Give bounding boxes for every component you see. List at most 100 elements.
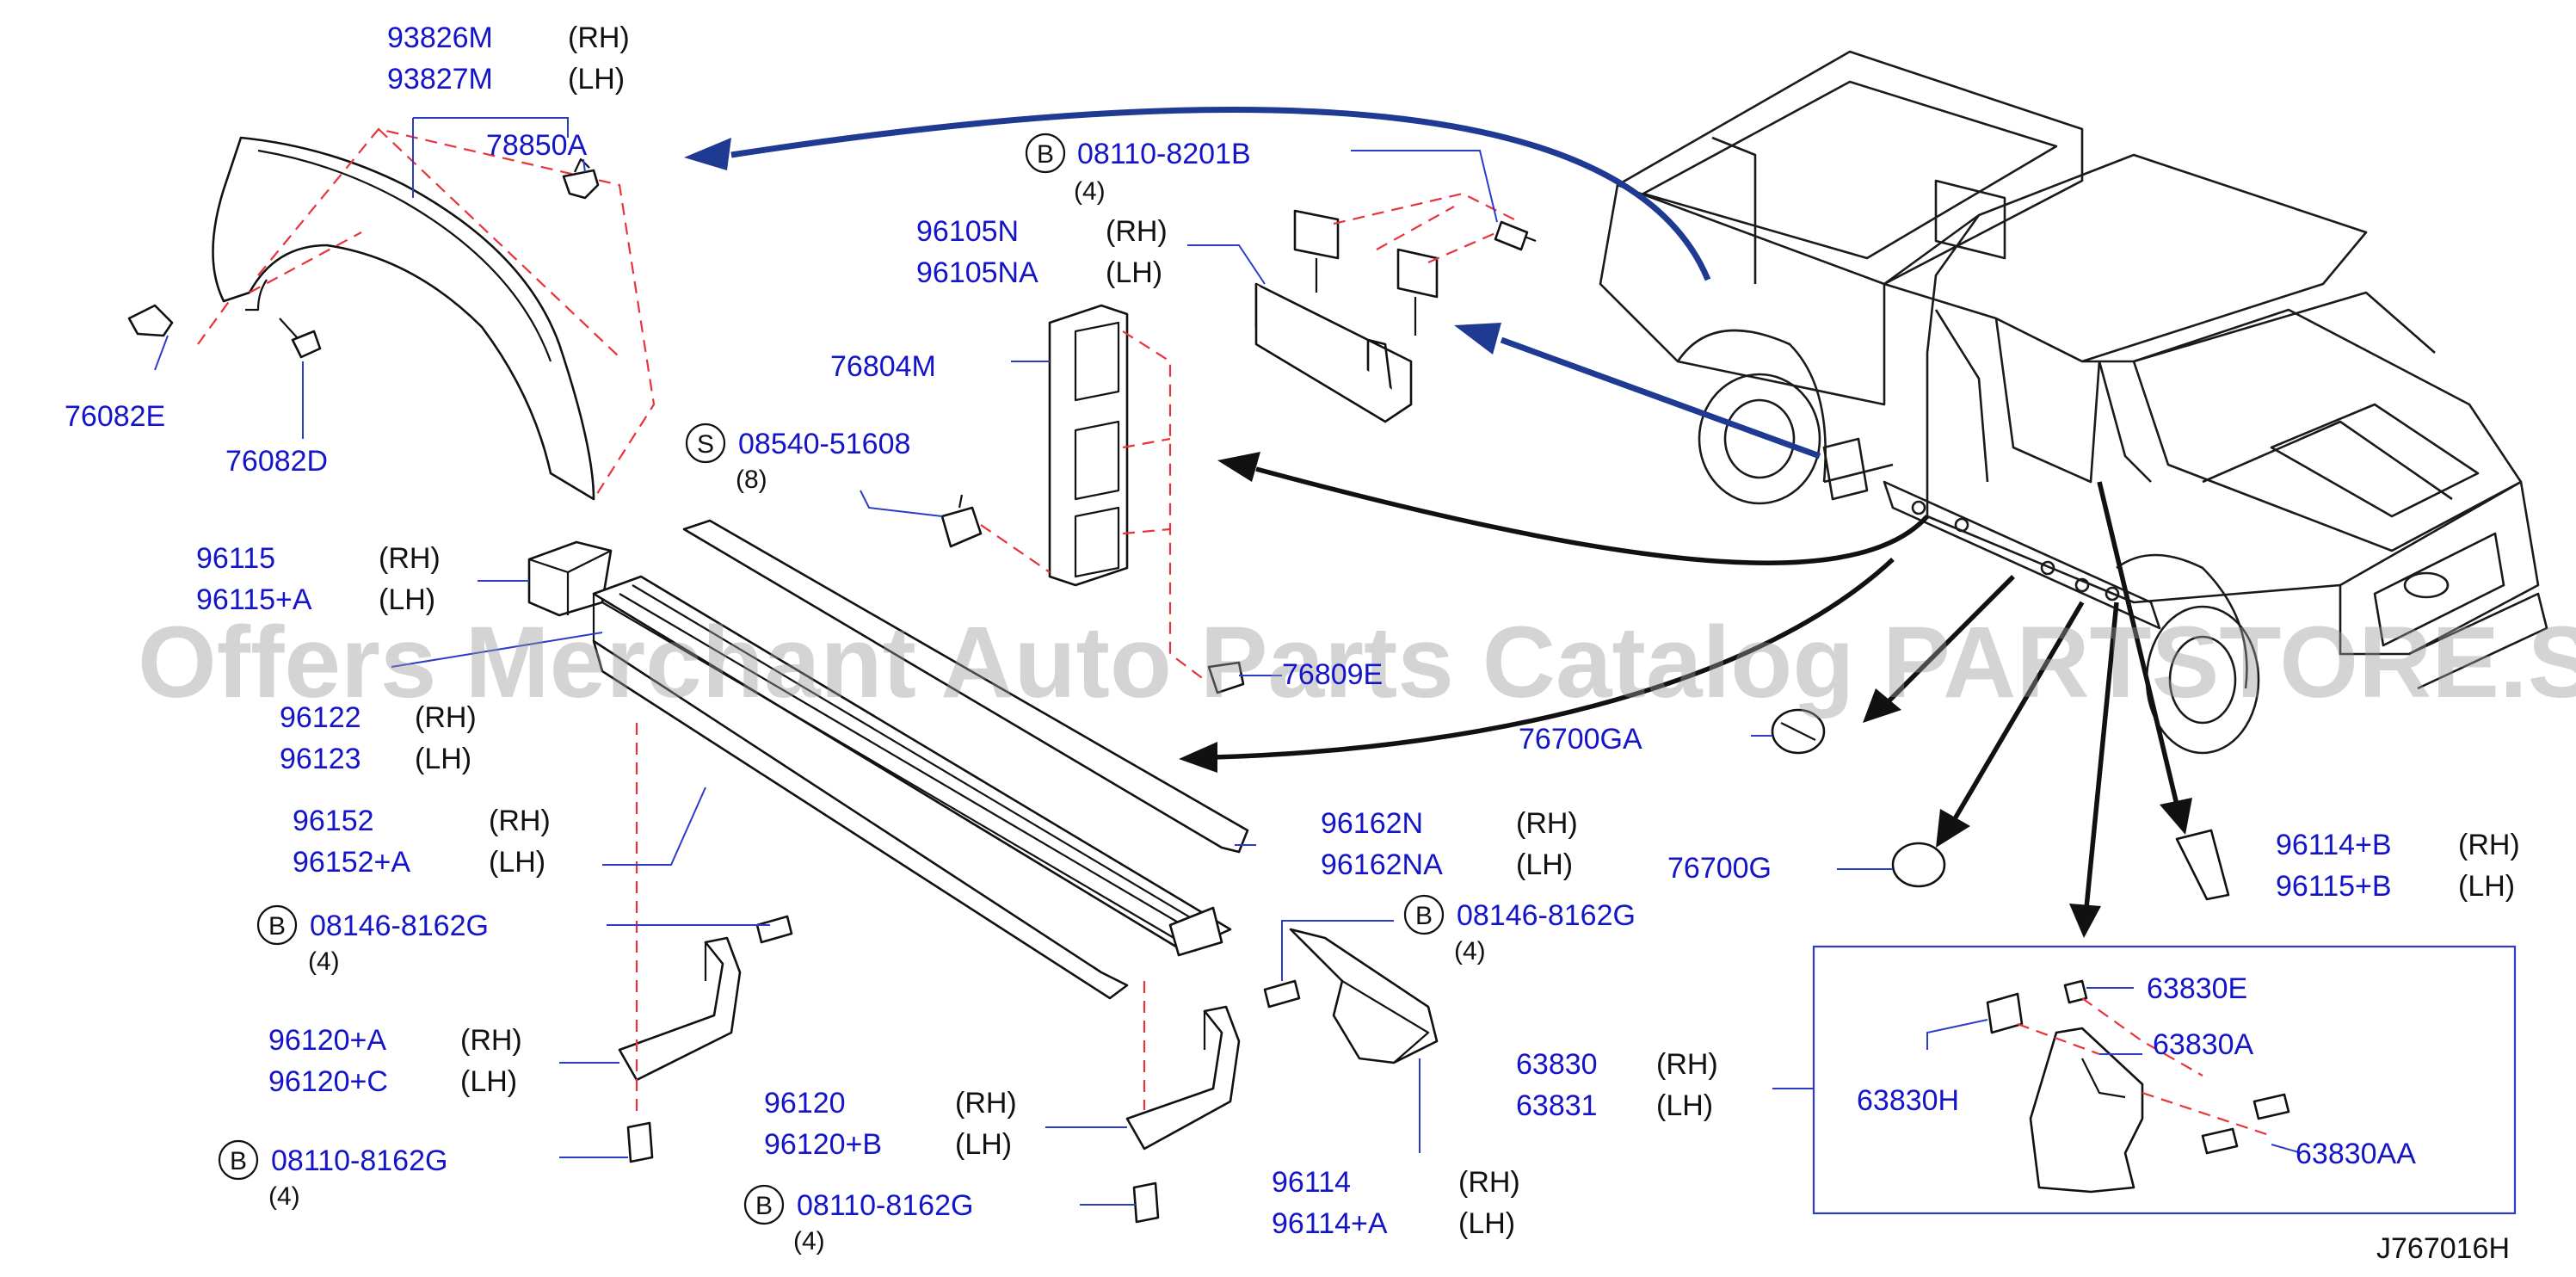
arrowhead-icon (2069, 904, 2101, 938)
badge-b: B (755, 1192, 773, 1220)
part-number-63830h[interactable]: 63830H (1857, 1084, 1959, 1117)
side-rh: (RH) (379, 542, 441, 575)
part-number-08110-8162g[interactable]: 08110-8162G (797, 1189, 973, 1222)
arrow-to-mud-flap (2084, 601, 2119, 909)
part-number-96114a[interactable]: 96114+A (1272, 1207, 1388, 1240)
part-number-78850a[interactable]: 78850A (486, 129, 588, 162)
part-number-96162n[interactable]: 96162N (1321, 807, 1423, 840)
side-lh: (LH) (1458, 1207, 1515, 1240)
plug-76700ga (1771, 708, 1826, 755)
part-number-76700ga[interactable]: 76700GA (1519, 723, 1642, 756)
part-number-76809e[interactable]: 76809E (1282, 658, 1383, 691)
qty-4: (4) (1074, 177, 1106, 206)
part-number-76082d[interactable]: 76082D (225, 445, 328, 478)
part-number-96105na[interactable]: 96105NA (916, 256, 1038, 289)
side-lh: (LH) (1656, 1089, 1713, 1122)
side-rh: (RH) (489, 805, 551, 837)
clip-76809e (1207, 661, 1245, 694)
part-number-96120b[interactable]: 96120+B (764, 1128, 882, 1161)
part-number-96115a[interactable]: 96115+A (196, 583, 312, 616)
part-number-93827m[interactable]: 93827M (387, 63, 493, 96)
side-rh: (RH) (1516, 807, 1578, 840)
side-rh: (RH) (415, 701, 477, 734)
arrow-to-plug-g (1950, 601, 2085, 824)
side-rh: (RH) (1106, 215, 1168, 248)
protector-96114 (1289, 928, 1439, 1064)
badge-b-icon (1403, 894, 1445, 935)
arrow-to-step-bracket (1255, 466, 1930, 565)
part-number-96120c[interactable]: 96120+C (268, 1065, 388, 1098)
side-lh: (LH) (1516, 848, 1573, 881)
badge-b-icon (1025, 133, 1066, 174)
part-number-08110-8162g[interactable]: 08110-8162G (271, 1144, 447, 1177)
qty-4: (4) (308, 947, 340, 976)
part-number-76700g[interactable]: 76700G (1667, 852, 1772, 885)
qty-4: (4) (793, 1227, 825, 1255)
part-number-63830aa[interactable]: 63830AA (2296, 1138, 2416, 1170)
clip-78850a (562, 157, 600, 200)
watermark-text: Offers Merchant Auto Parts Catalog PARTS… (138, 606, 2576, 719)
part-number-08146-8162g[interactable]: 08146-8162G (310, 910, 489, 942)
bolt-08110-8201b (1494, 220, 1537, 251)
step-bracket-left (618, 723, 793, 1163)
qty-4: (4) (268, 1182, 300, 1211)
part-number-76082e[interactable]: 76082E (65, 400, 165, 433)
part-number-63830e[interactable]: 63830E (2147, 972, 2247, 1005)
arrow-to-protector (2097, 481, 2179, 805)
part-number-63831[interactable]: 63831 (1516, 1089, 1598, 1122)
qty-4: (4) (1454, 937, 1486, 965)
part-number-63830[interactable]: 63830 (1516, 1048, 1598, 1081)
part-number-96115b[interactable]: 96115+B (2276, 870, 2392, 903)
part-number-96105n[interactable]: 96105N (916, 215, 1019, 248)
badge-s-icon (685, 423, 726, 464)
fender-flare-part (197, 127, 656, 501)
part-number-96114[interactable]: 96114 (1272, 1166, 1351, 1199)
part-number-63830a[interactable]: 63830A (2153, 1028, 2254, 1061)
part-number-96122[interactable]: 96122 (280, 701, 361, 734)
badge-b-icon (218, 1139, 259, 1181)
part-number-08110-8201b[interactable]: 08110-8201B (1077, 138, 1251, 170)
side-lh: (LH) (489, 846, 545, 879)
arrowhead-icon (1454, 323, 1501, 355)
badge-s: S (697, 430, 714, 459)
screw-76082d (279, 318, 322, 359)
side-rh: (RH) (460, 1024, 522, 1057)
part-number-96114b[interactable]: 96114+B (2276, 829, 2392, 861)
badge-b: B (1415, 902, 1433, 930)
part-number-76804m[interactable]: 76804M (830, 350, 936, 383)
part-number-96120[interactable]: 96120 (764, 1087, 846, 1120)
screw-08540 (940, 494, 1051, 573)
badge-b-icon (256, 904, 298, 946)
side-rh: (RH) (955, 1087, 1017, 1120)
arrowhead-icon (1863, 688, 1901, 723)
arrow-to-fender-flare (730, 107, 1711, 281)
step-plate (592, 519, 1249, 1000)
arrow-to-mud-guard (1500, 336, 1821, 460)
part-number-96152[interactable]: 96152 (293, 805, 374, 837)
part-number-96115[interactable]: 96115 (196, 542, 275, 575)
part-number-08146-8162g[interactable]: 08146-8162G (1457, 899, 1636, 932)
clip-76082e (127, 304, 174, 337)
side-lh: (LH) (460, 1065, 517, 1098)
step-bracket-right (1125, 979, 1301, 1224)
qty-8: (8) (736, 466, 767, 494)
mud-flap-box (1812, 945, 2517, 1215)
part-number-93826m[interactable]: 93826M (387, 22, 493, 54)
part-number-96120a[interactable]: 96120+A (268, 1024, 386, 1057)
part-number-96162na[interactable]: 96162NA (1321, 848, 1443, 881)
arrowhead-icon (684, 138, 731, 170)
part-number-96123[interactable]: 96123 (280, 743, 361, 775)
diagram-code: J767016H (2376, 1232, 2510, 1265)
badge-b: B (1037, 140, 1054, 169)
side-lh: (LH) (1106, 256, 1162, 289)
mud-guard-bracket (1254, 192, 1515, 423)
badge-b: B (230, 1147, 247, 1175)
side-rh: (RH) (1656, 1048, 1718, 1081)
side-lh: (LH) (415, 743, 471, 775)
leader-lines (154, 117, 2302, 1206)
part-number-96152a[interactable]: 96152+A (293, 846, 410, 879)
bracket-76804m (1048, 304, 1205, 681)
part-number-08540-51608[interactable]: 08540-51608 (738, 428, 910, 460)
truck-illustration (1599, 50, 2548, 755)
